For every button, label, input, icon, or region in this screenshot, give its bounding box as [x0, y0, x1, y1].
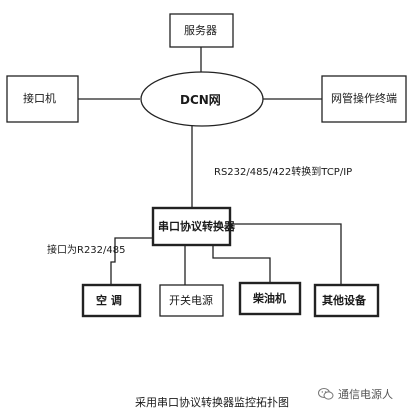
dcn-ellipse	[140, 71, 264, 127]
figure-caption: 采用串口协议转换器监控拓扑图	[135, 396, 289, 409]
conversion-annotation: RS232/485/422转换到TCP/IP	[214, 167, 353, 178]
other-box	[313, 283, 380, 318]
line-converter-aircon	[110, 237, 153, 285]
power-switch-box	[159, 284, 224, 317]
wechat-icon	[318, 388, 334, 400]
server-box	[169, 13, 234, 48]
converter-box	[151, 206, 232, 247]
watermark: 通信电源人	[318, 386, 393, 402]
diesel-label: 柴油机	[253, 292, 286, 305]
interface-machine-box	[6, 75, 79, 123]
converter-label: 串口协议转换器	[158, 220, 235, 233]
aircon-label: 空 调	[96, 294, 122, 307]
watermark-text: 通信电源人	[338, 388, 393, 401]
aircon-box	[81, 283, 142, 318]
line-converter-other	[230, 223, 342, 285]
other-label: 其他设备	[322, 294, 366, 307]
diesel-box	[238, 281, 302, 316]
interface-machine-label: 接口机	[23, 92, 56, 105]
interface-annotation: 接口为R232/485	[47, 245, 126, 256]
power-switch-label: 开关电源	[169, 294, 213, 307]
line-converter-diesel	[212, 245, 271, 283]
dcn-label: DCN网	[180, 93, 221, 107]
nms-terminal-label: 网管操作终端	[331, 92, 397, 105]
nms-terminal-box	[321, 75, 407, 123]
server-label: 服务器	[184, 24, 217, 37]
